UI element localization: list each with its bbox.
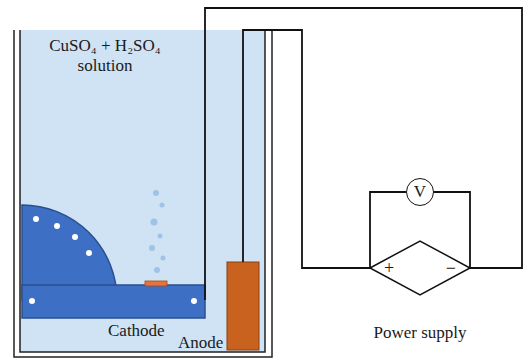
minus-terminal: − [446,258,456,279]
anode-plate [227,262,259,350]
electrolyte [20,30,265,352]
beaker-outer [14,30,272,357]
cathode-sample [145,281,167,286]
cathode-label: Cathode [108,321,165,341]
beaker-inner [20,30,265,352]
plus-terminal: + [384,258,394,279]
bubbles [149,190,166,273]
meter-symbol: V [414,182,426,202]
solution-label: CuSO₄ + H₂SO₄ solution [30,36,180,75]
anode-wire [243,30,370,268]
voltmeter-circle: V [406,178,434,206]
holder-screws [29,216,197,304]
power-supply-diamond: +−Power supply [370,241,470,295]
cathode-wire [205,8,522,300]
anode-label: Anode [178,333,223,353]
holder-bar [22,285,205,318]
supply-label: Power supply [373,323,466,343]
diamond-shape [370,241,470,295]
